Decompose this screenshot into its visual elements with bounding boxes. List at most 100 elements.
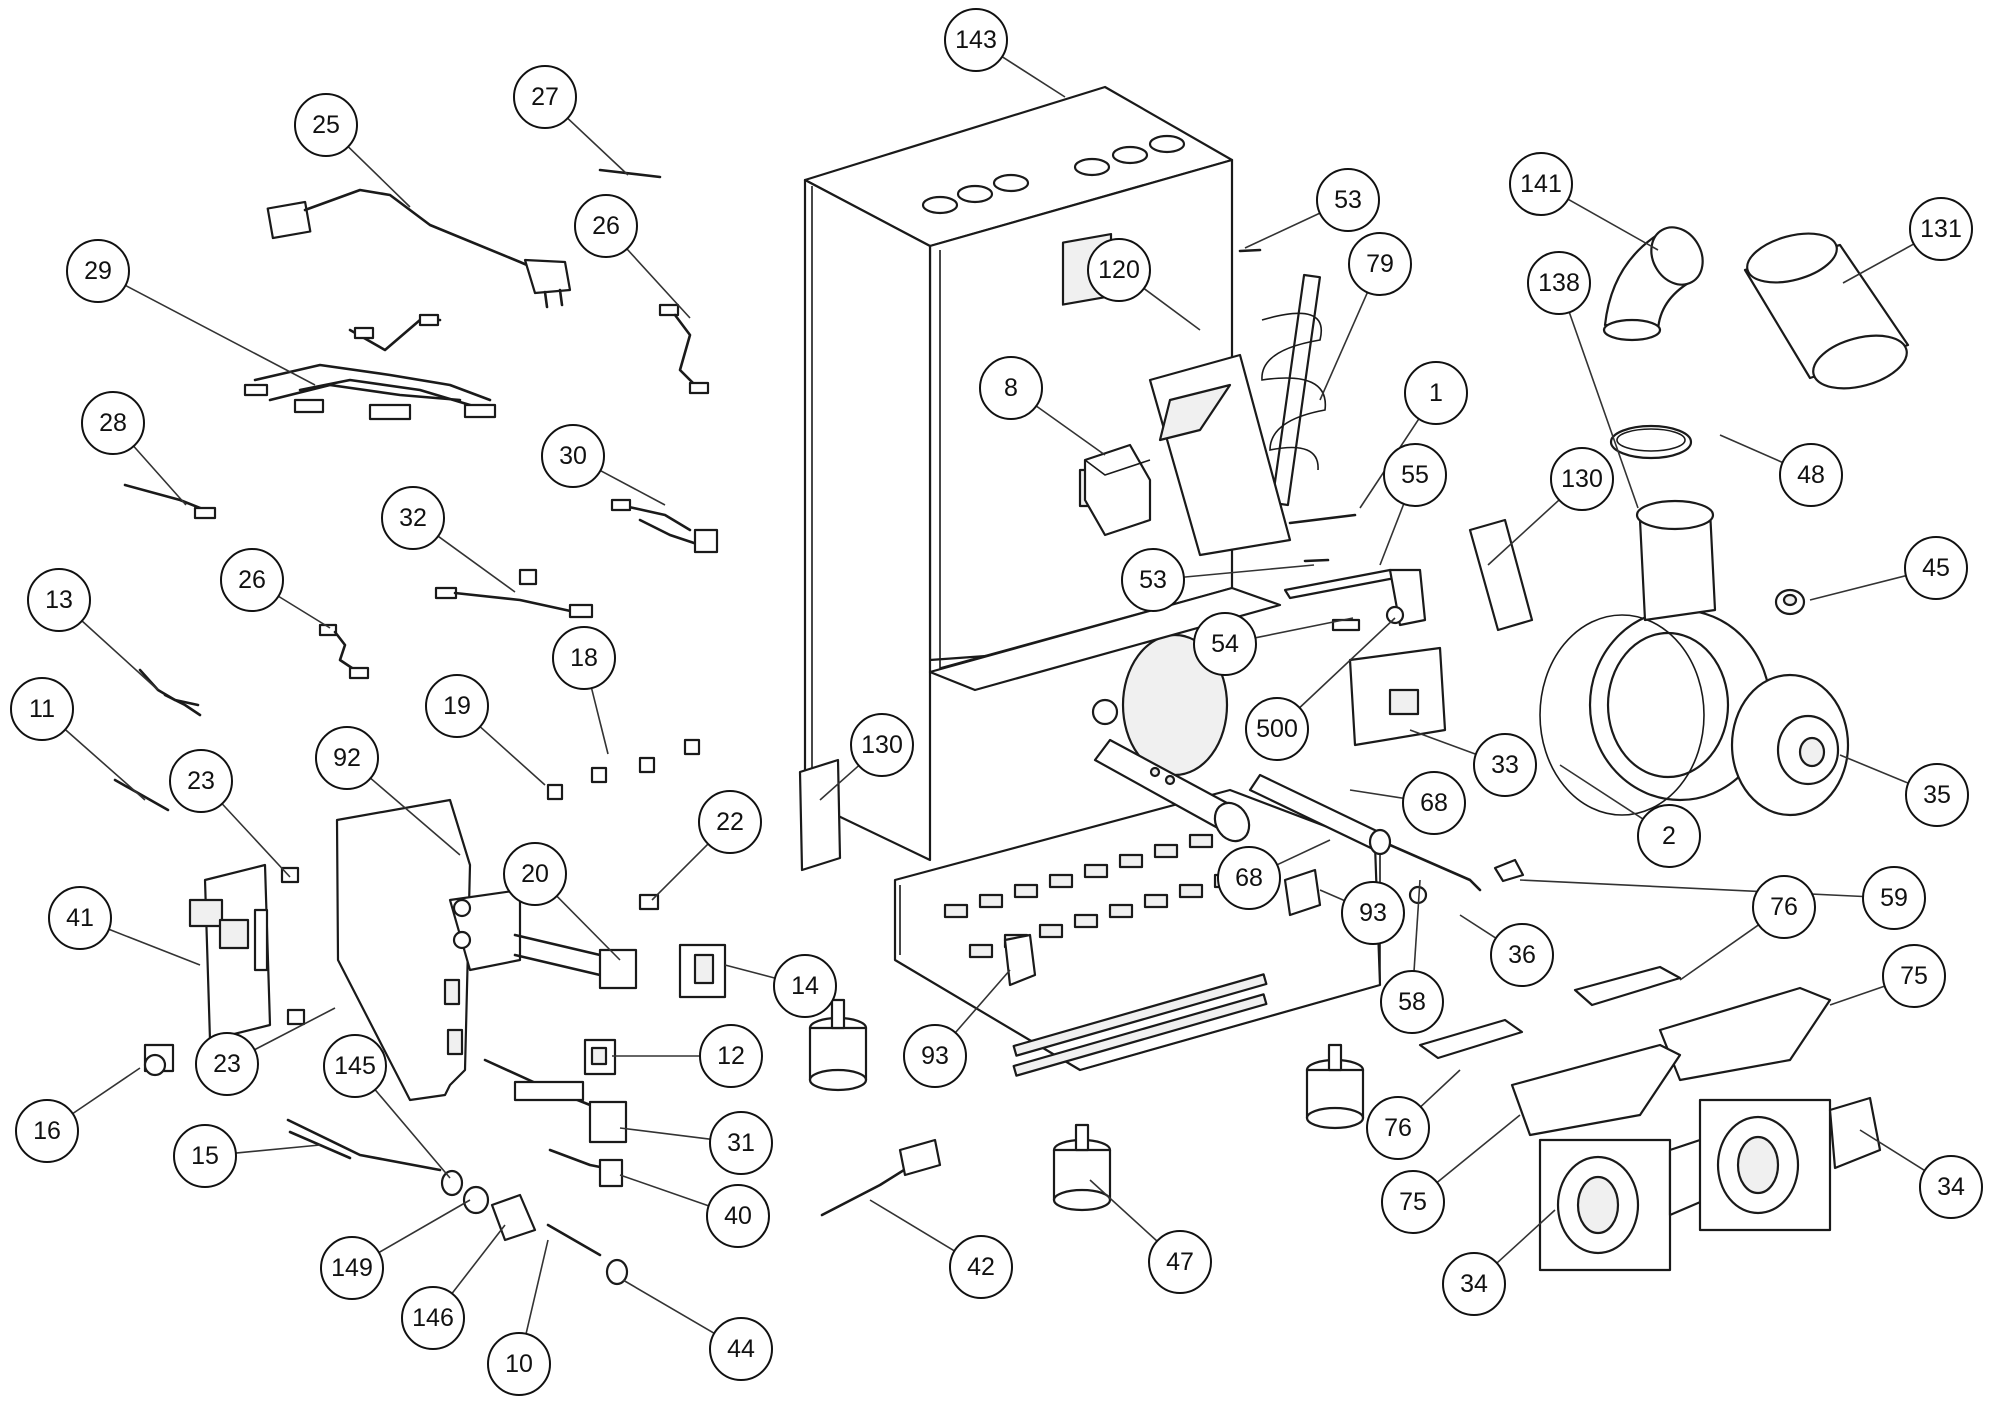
callout-circle (1473, 733, 1537, 797)
switch-12 (583, 1038, 617, 1076)
callout-circle (944, 8, 1008, 72)
rod-11 (113, 778, 170, 812)
wire-27 (598, 168, 662, 179)
foot (1305, 1043, 1365, 1130)
leader-line (1319, 292, 1369, 401)
board-mount-plate (335, 798, 522, 1102)
leader-line (599, 469, 666, 506)
leader-line (1089, 1179, 1158, 1242)
callout-circle (1752, 875, 1816, 939)
leader-line (1459, 914, 1497, 939)
callout-label: 146 (412, 1304, 454, 1332)
callout-circle (1402, 771, 1466, 835)
callout-bubble: 30 (541, 424, 605, 488)
callout-bubble: 15 (173, 1124, 237, 1188)
callout-circle (315, 726, 379, 790)
leader-line (254, 1007, 336, 1051)
wire-harness-main (243, 313, 497, 421)
callout-label: 58 (1398, 988, 1426, 1016)
callout-bubble: 79 (1348, 232, 1412, 296)
callout-circle (1381, 1170, 1445, 1234)
callout-circle (552, 626, 616, 690)
leader-line (1559, 764, 1644, 820)
probe-15 (286, 1118, 442, 1172)
callout-bubble: 500 (1245, 697, 1309, 761)
callout-bubble: 33 (1473, 733, 1537, 797)
callout-bubble: 36 (1490, 923, 1554, 987)
leader-line (1379, 503, 1405, 566)
callout-circle (10, 677, 74, 741)
convection-fan (1698, 1096, 1882, 1232)
callout-bubble: 34 (1919, 1155, 1983, 1219)
leader-line (619, 1174, 709, 1207)
callout-circle (1348, 232, 1412, 296)
wire-30 (610, 498, 719, 554)
callout-circle (48, 886, 112, 950)
callout-bubble: 55 (1383, 443, 1447, 507)
leader-line (1420, 1069, 1461, 1108)
callout-bubble: 40 (706, 1184, 770, 1248)
deflector (1573, 965, 1682, 1007)
gasket-strip (1238, 248, 1330, 563)
callout-label: 12 (717, 1042, 745, 1070)
leader-line (622, 1279, 715, 1335)
callout-bubble: 22 (698, 790, 762, 854)
callout-bubble: 93 (903, 1024, 967, 1088)
leader-line (1319, 889, 1345, 902)
callout-circle (1148, 1230, 1212, 1294)
callout-circle (320, 1236, 384, 1300)
callout-circle (381, 486, 445, 550)
callout-circle (979, 356, 1043, 420)
callout-bubble: 10 (487, 1332, 551, 1396)
callout-circle (425, 674, 489, 738)
base-tray (893, 788, 1382, 1077)
leader-line (1001, 56, 1066, 98)
callout-bubble: 143 (944, 8, 1008, 72)
callout-label: 8 (1004, 374, 1018, 402)
callout-bubble: 35 (1905, 763, 1969, 827)
callout-label: 145 (334, 1052, 376, 1080)
callout-bubble: 131 (1909, 197, 1973, 261)
callout-label: 53 (1334, 186, 1362, 214)
deflector (1418, 1018, 1524, 1060)
callout-circle (541, 424, 605, 488)
leader-line (1409, 729, 1477, 756)
callout-bubble: 75 (1381, 1170, 1445, 1234)
rod (1388, 843, 1482, 892)
jumper-wire-26 (658, 303, 710, 395)
leader-line (1413, 879, 1421, 972)
control-board (188, 863, 272, 1042)
callout-circle (1637, 804, 1701, 868)
callout-bubble: 16 (15, 1099, 79, 1163)
callout-circle (1527, 251, 1591, 315)
burner-tube (1093, 738, 1251, 843)
callout-label: 141 (1520, 170, 1562, 198)
leader-line (525, 1239, 549, 1334)
callout-bubble: 93 (1341, 881, 1405, 945)
foot (808, 998, 868, 1092)
callout-circle (195, 1032, 259, 1096)
leader-line (378, 1199, 471, 1254)
switch-14 (678, 943, 727, 999)
leader-line (724, 964, 776, 979)
callout-circle (173, 1124, 237, 1188)
callout-circle (1909, 197, 1973, 261)
callout-circle (294, 93, 358, 157)
callout-label: 93 (921, 1042, 949, 1070)
callout-circle (699, 1024, 763, 1088)
elbow (1602, 226, 1704, 342)
callout-circle (949, 1235, 1013, 1299)
callout-label: 55 (1401, 461, 1429, 489)
callout-bubble: 138 (1527, 251, 1591, 315)
blower-gasket (1539, 614, 1705, 816)
callout-circle (1316, 168, 1380, 232)
leader-line (1859, 1129, 1926, 1172)
exhaust-blower (1588, 499, 1850, 817)
igniter-tube (1248, 773, 1392, 856)
callout-circle (15, 1099, 79, 1163)
callout-circle (1121, 548, 1185, 612)
callout-label: 93 (1359, 899, 1387, 927)
callout-bubble: 45 (1904, 536, 1968, 600)
leader-line (1276, 839, 1331, 866)
